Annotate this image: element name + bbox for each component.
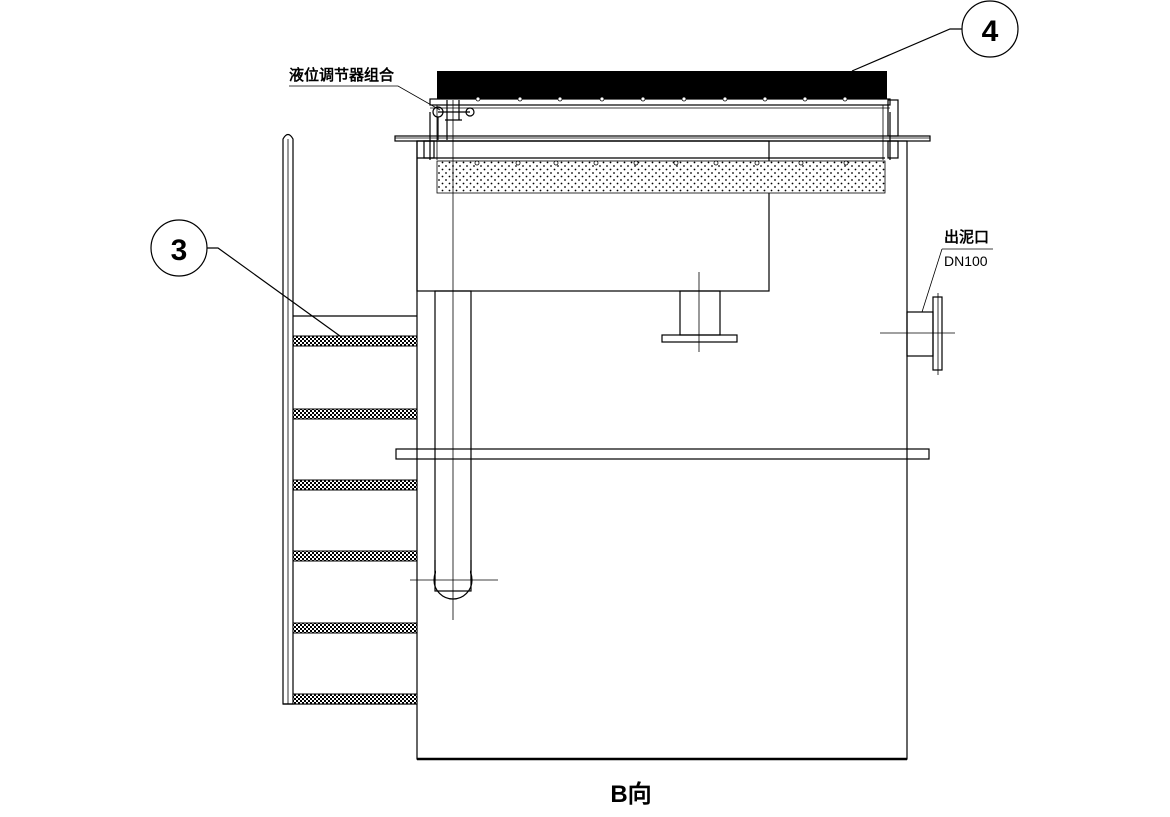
inner-weir-box [416,140,886,292]
vertical-pipe [410,100,498,620]
callout-3: 3 [150,219,341,337]
view-title: B向 [610,780,651,808]
sludge-outlet-nozzle [880,293,955,375]
middle-stiffener [395,448,930,460]
cover-rivets [475,96,848,102]
balloon-4-number: 4 [982,15,999,48]
weir-outlet-pipe [661,272,738,352]
level-regulator-assembly [432,100,475,140]
sludge-outlet-label: 出泥口 [944,228,989,246]
sludge-outlet-callout: 出泥口 DN100 [921,228,993,313]
access-ladder [282,133,418,705]
balloon-3-number: 3 [171,234,188,267]
callout-4: 4 [851,0,1019,72]
top-flange [394,135,931,142]
sludge-outlet-size: DN100 [944,253,988,269]
level-regulator-callout: 液位调节器组合 [289,66,441,111]
cover-assembly [423,71,899,160]
tank-body [416,140,908,761]
level-regulator-label: 液位调节器组合 [289,66,395,84]
